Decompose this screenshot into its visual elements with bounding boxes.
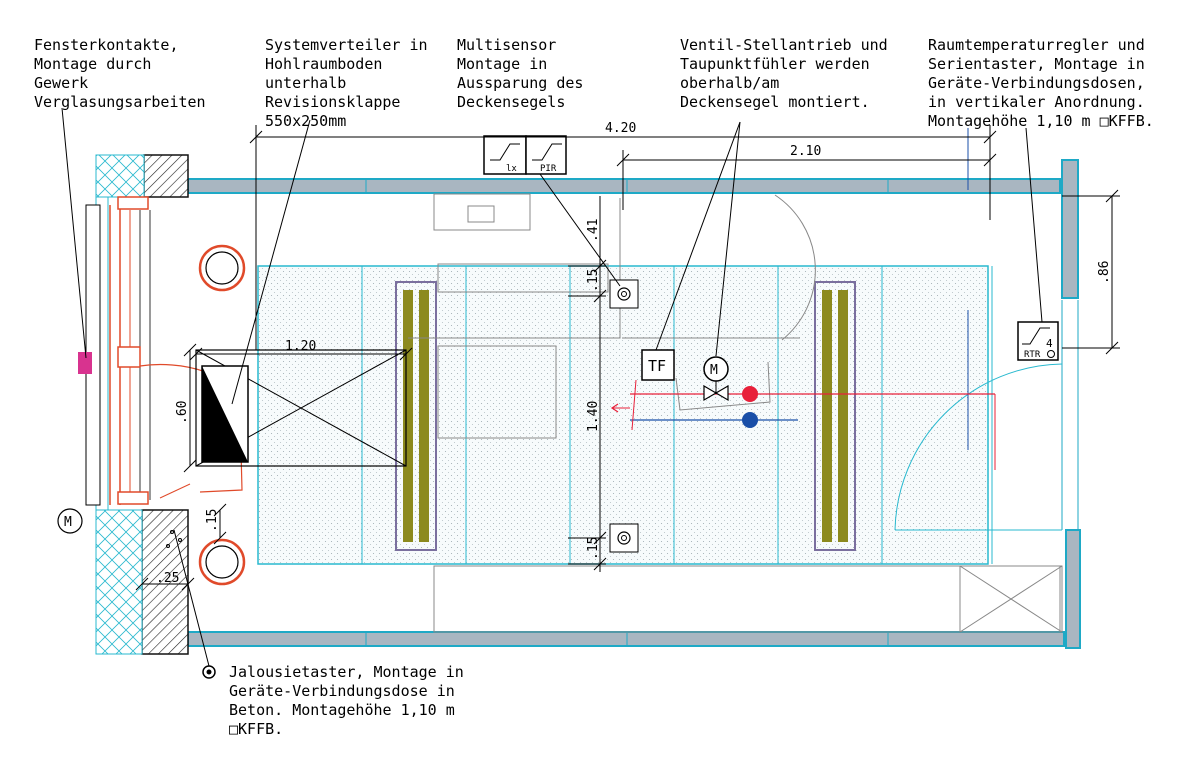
window-motor-symbol: M — [57, 508, 83, 534]
concrete-column-top — [143, 154, 189, 198]
callout-line: in vertikaler Anordnung. — [928, 93, 1145, 111]
blind-switch-symbol — [202, 665, 216, 679]
valve-motor-label: M — [710, 363, 718, 378]
dim-25: .25 — [156, 571, 179, 586]
sensor-outlet-bottom — [609, 523, 639, 553]
callout-line: Deckensegels — [457, 93, 565, 111]
ceiling-sail-area — [257, 265, 989, 565]
window-motor-label: M — [64, 515, 72, 530]
multisensor-lx-label: lx — [506, 164, 517, 174]
column-round-top — [198, 244, 246, 292]
callout-line: Revisionsklappe — [265, 93, 400, 111]
dim-140: 1.40 — [586, 401, 601, 432]
callout-line: Verglasungsarbeiten — [34, 93, 206, 111]
callout-line: Fensterkontakte, — [34, 36, 179, 54]
room-controller-symbol: 4 RTR — [1017, 321, 1059, 361]
ceiling-sail — [257, 265, 993, 565]
callout-line: Jalousietaster, Montage in — [229, 663, 464, 681]
wall-right-upper — [1061, 159, 1079, 299]
pipes — [610, 379, 996, 470]
concrete-column-bottom — [141, 509, 189, 655]
sensor-outlet-top — [609, 279, 639, 309]
dim-15-bottom: .15 — [586, 537, 601, 560]
callout-line: Montage durch — [34, 55, 151, 73]
cooling-connection — [742, 412, 758, 428]
devices: lx PIR TF M 4 RT — [57, 135, 1059, 679]
insulation-bottom — [95, 509, 143, 655]
radiant-panel-left — [395, 281, 437, 551]
dim-60: .60 — [175, 401, 190, 424]
callout-line: 550x250mm — [265, 112, 346, 130]
callout-line: Serientaster, Montage in — [928, 55, 1145, 73]
callout-line: unterhalb — [265, 74, 346, 92]
dim-86: .86 — [1097, 261, 1112, 284]
leader-lines — [61, 107, 1043, 667]
callout-line: Montagehöhe 1,10 m □KFFB. — [928, 112, 1154, 130]
window-contact-marker — [78, 352, 92, 374]
callout-line: Geräte-Verbindungsdosen, — [928, 74, 1145, 92]
callout-line: Hohlraumboden — [265, 55, 382, 73]
dim-15-small: .15 — [205, 509, 220, 532]
callout-line: Ventil-Stellantrieb und — [680, 36, 888, 54]
callout-line: Taupunktfühler werden — [680, 55, 870, 73]
callout-line: Multisensor — [457, 36, 556, 54]
dim-210: 2.10 — [790, 144, 821, 159]
callout-line: Aussparung des — [457, 74, 583, 92]
callout-line: □KFFB. — [229, 720, 283, 738]
callout-line: Montage in — [457, 55, 547, 73]
wall-top — [187, 178, 1061, 194]
callout-line: Deckensegel montiert. — [680, 93, 870, 111]
callout-line: Beton. Montagehöhe 1,10 m — [229, 701, 455, 719]
multisensor-symbol: lx PIR — [483, 135, 567, 175]
wall-right-lower — [1065, 529, 1081, 649]
room-controller-label: RTR — [1024, 350, 1041, 360]
multisensor-pir-label: PIR — [540, 164, 557, 174]
insulation-top — [95, 154, 145, 198]
furniture — [408, 128, 1063, 633]
room-controller-number: 4 — [1046, 337, 1053, 350]
wall-bottom — [187, 631, 1065, 647]
callout-line: oberhalb/am — [680, 74, 779, 92]
cabinet — [959, 565, 1063, 633]
dim-15-top: .15 — [586, 269, 601, 292]
callout-line: Gewerk — [34, 74, 88, 92]
radiant-panel-right — [814, 281, 856, 551]
callout-line: Geräte-Verbindungsdose in — [229, 682, 455, 700]
heating-connection — [742, 386, 758, 402]
dim-41: .41 — [586, 219, 601, 242]
callout-line: Raumtemperaturregler und — [928, 36, 1145, 54]
dewpoint-sensor-label: TF — [648, 357, 666, 375]
callout-line: Systemverteiler in — [265, 36, 428, 54]
dewpoint-sensor-symbol: TF — [641, 349, 675, 381]
system-distributor-box — [195, 349, 407, 467]
dim-120: 1.20 — [285, 339, 316, 354]
valve-motor-symbol: M — [703, 356, 729, 402]
dim-420: 4.20 — [605, 121, 636, 136]
round-columns — [198, 244, 246, 586]
dimension-labels: 4.20 2.10 1.20 .60 .41 .15 1.40 .15 .86 … — [156, 121, 1112, 586]
